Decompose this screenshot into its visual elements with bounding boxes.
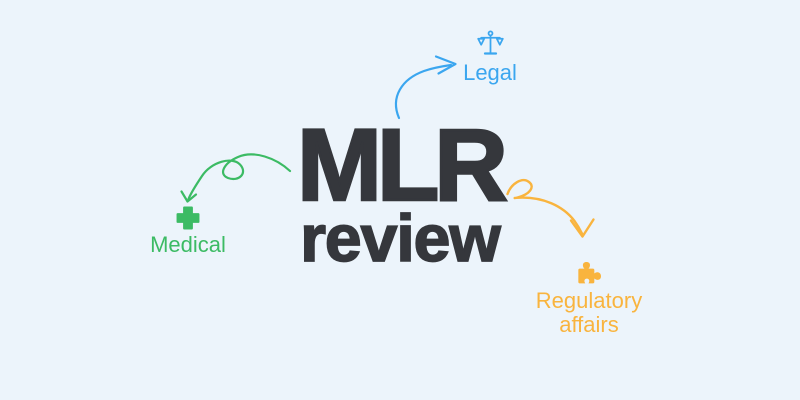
title-mlr: MLR (296, 108, 510, 222)
medical-cross-icon (176, 206, 200, 230)
legal-label: Legal (463, 60, 517, 85)
title-review: review (299, 201, 501, 275)
medical-branch: Medical (128, 206, 248, 257)
regulatory-branch: Regulatory affairs (519, 254, 659, 337)
medical-arrow (180, 153, 292, 203)
scales-of-justice-icon (476, 30, 504, 55)
puzzle-piece-icon (578, 262, 601, 284)
regulatory-arrow (506, 178, 595, 238)
legal-branch: Legal (440, 29, 540, 85)
legal-arrow (394, 55, 457, 120)
medical-label: Medical (150, 232, 226, 257)
regulatory-label-line1: Regulatory (535, 288, 643, 313)
regulatory-label-line2: affairs (559, 312, 619, 337)
